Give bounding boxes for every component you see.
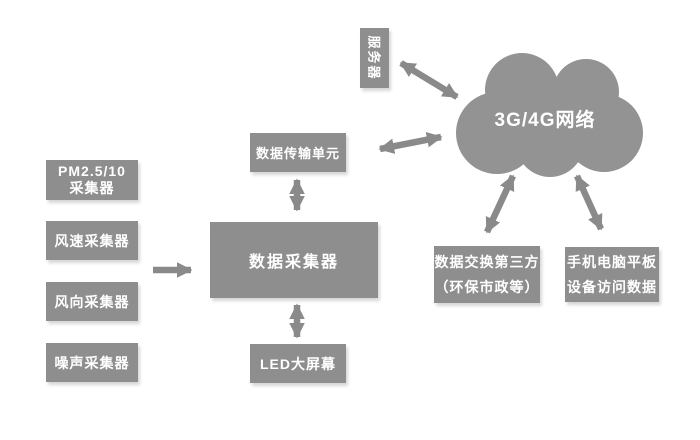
node-data-collector: 数据采集器 — [210, 222, 378, 298]
node-data-collector-label: 数据采集器 — [248, 254, 339, 271]
node-noise-label: 噪声采集器 — [54, 354, 130, 371]
network-cloud-label: 3G/4G网络 — [494, 110, 596, 131]
node-thirdparty-exchange: 数据交换第三方 （环保市政等） — [434, 246, 540, 303]
node-data-transmission-unit: 数据传输单元 — [250, 133, 346, 172]
arrow-server-network — [399, 60, 459, 100]
node-winddirection-label: 风向采集器 — [54, 293, 130, 310]
node-server: 服务器 — [360, 28, 389, 88]
node-winddirection-collector: 风向采集器 — [46, 282, 138, 321]
node-pm-collector-line2: 采集器 — [69, 180, 115, 196]
node-thirdparty-line1: 数据交换第三方 — [434, 253, 540, 270]
network-cloud-icon — [456, 53, 643, 177]
node-pm-collector: PM2.5/10 采集器 — [46, 160, 138, 200]
node-led-label: LED大屏幕 — [260, 355, 336, 372]
arrow-dtu-network — [378, 132, 443, 154]
arrow-network-devices — [574, 174, 604, 231]
node-devices-line2: 设备访问数据 — [567, 278, 657, 295]
node-dtu-label: 数据传输单元 — [255, 146, 340, 161]
node-devices-access: 手机电脑平板 设备访问数据 — [565, 247, 659, 302]
arrow-network-thirdparty — [484, 174, 516, 234]
node-thirdparty-line2: （环保市政等） — [434, 278, 540, 295]
node-devices-line1: 手机电脑平板 — [567, 253, 657, 270]
node-pm-collector-line1: PM2.5/10 — [58, 163, 126, 179]
node-noise-collector: 噪声采集器 — [46, 343, 138, 382]
node-led-screen: LED大屏幕 — [250, 344, 346, 383]
node-windspeed-collector: 风速采集器 — [46, 221, 138, 260]
node-windspeed-label: 风速采集器 — [54, 232, 130, 249]
